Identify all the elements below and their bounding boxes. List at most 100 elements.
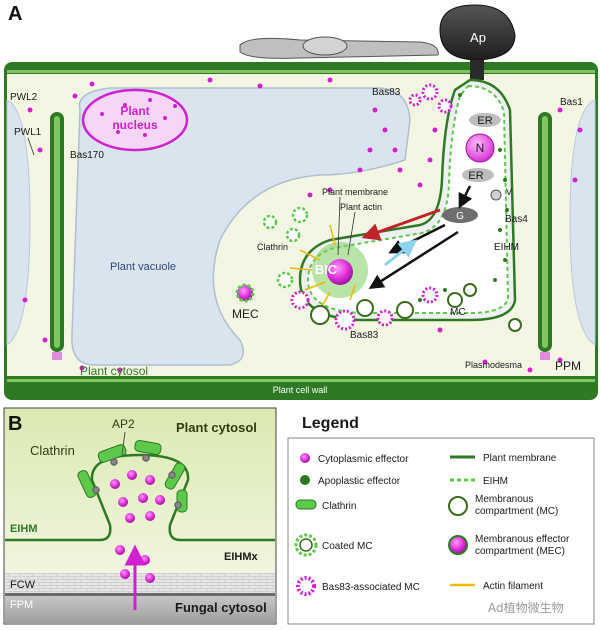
- apoplastic-effector-dots: [418, 93, 509, 302]
- ppm-label: PPM: [555, 359, 581, 373]
- mc-label: MC: [450, 307, 466, 318]
- neighbor-vacuole-left: [6, 99, 31, 346]
- legend: Legend Cytoplasmic effector Plant membra…: [287, 415, 595, 625]
- plant-cell-wall-label: Plant cell wall: [273, 385, 328, 395]
- panel-b: B Plant cytosol: [3, 407, 277, 625]
- clathrin-label-b: Clathrin: [30, 443, 75, 458]
- plasmodesma-label: Plasmodesma: [465, 360, 522, 370]
- fpm-layer: [5, 593, 275, 596]
- legend-apoplastic-effector-swatch: [300, 475, 310, 485]
- mec-shape: [235, 283, 255, 303]
- er-top-label: ER: [477, 115, 492, 127]
- pwl1-leader: [27, 137, 35, 156]
- eihmx-label: EIHMx: [224, 551, 259, 563]
- ap2-label: AP2: [112, 417, 135, 431]
- blue-arrow: [384, 239, 418, 267]
- legend-cytoplasmic-effector-swatch: [300, 453, 310, 463]
- legend-plant-membrane: Plant membrane: [483, 453, 557, 464]
- legend-bas83-mc: Bas83-associated MC: [322, 582, 420, 593]
- fungal-cytosol-label: Fungal cytosol: [175, 600, 267, 615]
- er-bottom-shape: [462, 168, 494, 182]
- wall-right-core: [542, 116, 548, 348]
- penetration-peg: [470, 60, 484, 80]
- legend-clathrin: Clathrin: [322, 501, 356, 512]
- legend-cytoplasmic-effector: Cytoplasmic effector: [318, 454, 409, 465]
- wall-left-core: [54, 116, 60, 348]
- fcw-layer: [5, 573, 275, 593]
- legend-title: Legend: [302, 415, 359, 432]
- legend-coated-mc-swatch: [294, 533, 318, 557]
- arrow-er-to-golgi: [458, 185, 473, 209]
- plant-membrane-leader: [337, 196, 341, 256]
- cytoplasmic-effector-dots: [22, 77, 583, 373]
- plant-vacuole: [71, 87, 411, 366]
- bas83-top-label: Bas83: [372, 87, 401, 98]
- plasmodesma-left: [52, 352, 62, 360]
- wall-top-core: [7, 70, 595, 73]
- n-label: N: [476, 141, 485, 155]
- legend-mec-line1: Membranous effector: [475, 534, 570, 545]
- legend-clathrin-swatch: [295, 499, 317, 510]
- fpm-label: FPM: [10, 599, 33, 611]
- bic-core: [327, 259, 353, 285]
- arrow-golgi-to-bic: [368, 230, 459, 290]
- legend-coated-mc-inner: [299, 538, 313, 552]
- er-top-shape: [469, 113, 501, 127]
- wall-bottom-core: [7, 379, 595, 382]
- vesicle: [490, 189, 502, 201]
- bas4-label: Bas4: [505, 214, 528, 225]
- golgi: [442, 207, 478, 223]
- legend-mc-line2: compartment (MC): [475, 506, 558, 517]
- plant-vacuole-label: Plant vacuole: [110, 261, 176, 273]
- ap2-leader: [121, 431, 126, 456]
- legend-apoplastic-effector: Apoplastic effector: [318, 476, 401, 487]
- red-arrow: [361, 208, 441, 241]
- eihm-label-a: EIHM: [494, 242, 519, 253]
- pwl2-label: PWL2: [10, 92, 38, 103]
- fcw-label: FCW: [10, 579, 36, 591]
- v-label: V: [506, 187, 512, 197]
- bas83-bottom-label: Bas83: [350, 330, 379, 341]
- eihm-label-b: EIHM: [10, 523, 38, 535]
- watermark: Ad植物微生物: [488, 600, 564, 615]
- legend-coated-mc: Coated MC: [322, 541, 373, 552]
- legend-box: [287, 437, 595, 625]
- plant-nucleus-label-1: Plant: [120, 104, 149, 118]
- pwl1-label: PWL1: [14, 127, 42, 138]
- g-label: G: [456, 211, 464, 222]
- legend-mec-line2: compartment (MEC): [475, 546, 565, 557]
- eihm-membrane-b: [5, 453, 275, 542]
- bic-label: BIC: [315, 262, 338, 277]
- appressorium: [439, 4, 516, 61]
- hypha-segment: [302, 36, 348, 56]
- effector-dots-b: [110, 470, 165, 583]
- panel-b-letter: B: [8, 413, 22, 435]
- ap2-adaptors: [92, 454, 182, 509]
- legend-mc-swatch: [448, 496, 468, 516]
- plant-cytosol-label-b: Plant cytosol: [176, 420, 257, 435]
- bas170-label: Bas170: [70, 150, 104, 161]
- clathrin-label-a: Clathrin: [257, 242, 288, 252]
- membranous-compartments: [262, 83, 522, 332]
- plant-nucleus-label-2: nucleus: [112, 118, 158, 132]
- plant-actin-leader: [347, 211, 356, 256]
- plant-cytosol-label-a: Plant cytosol: [80, 364, 148, 378]
- panel-a-letter: A: [8, 3, 22, 25]
- plant-nucleus: [81, 88, 189, 152]
- ap-label: Ap: [470, 30, 486, 45]
- legend-bas83-mc-swatch: [296, 576, 316, 596]
- legend-mec-swatch: [448, 535, 468, 555]
- bas1-label: Bas1: [560, 97, 583, 108]
- legend-eihm: EIHM: [483, 476, 508, 487]
- plant-actin-label: Plant actin: [340, 202, 382, 212]
- plasmodesma-right: [540, 352, 550, 360]
- panel-a: A Ap Plant nucleus ER: [4, 3, 598, 400]
- fungal-nucleus: [465, 133, 495, 163]
- legend-actin: Actin filament: [483, 581, 543, 592]
- er-bottom-label: ER: [468, 170, 483, 182]
- legend-mc-line1: Membranous: [475, 494, 533, 505]
- neighbor-vacuole-right: [569, 99, 596, 346]
- plant-membrane-label: Plant membrane: [322, 187, 388, 197]
- mec-label: MEC: [232, 307, 259, 321]
